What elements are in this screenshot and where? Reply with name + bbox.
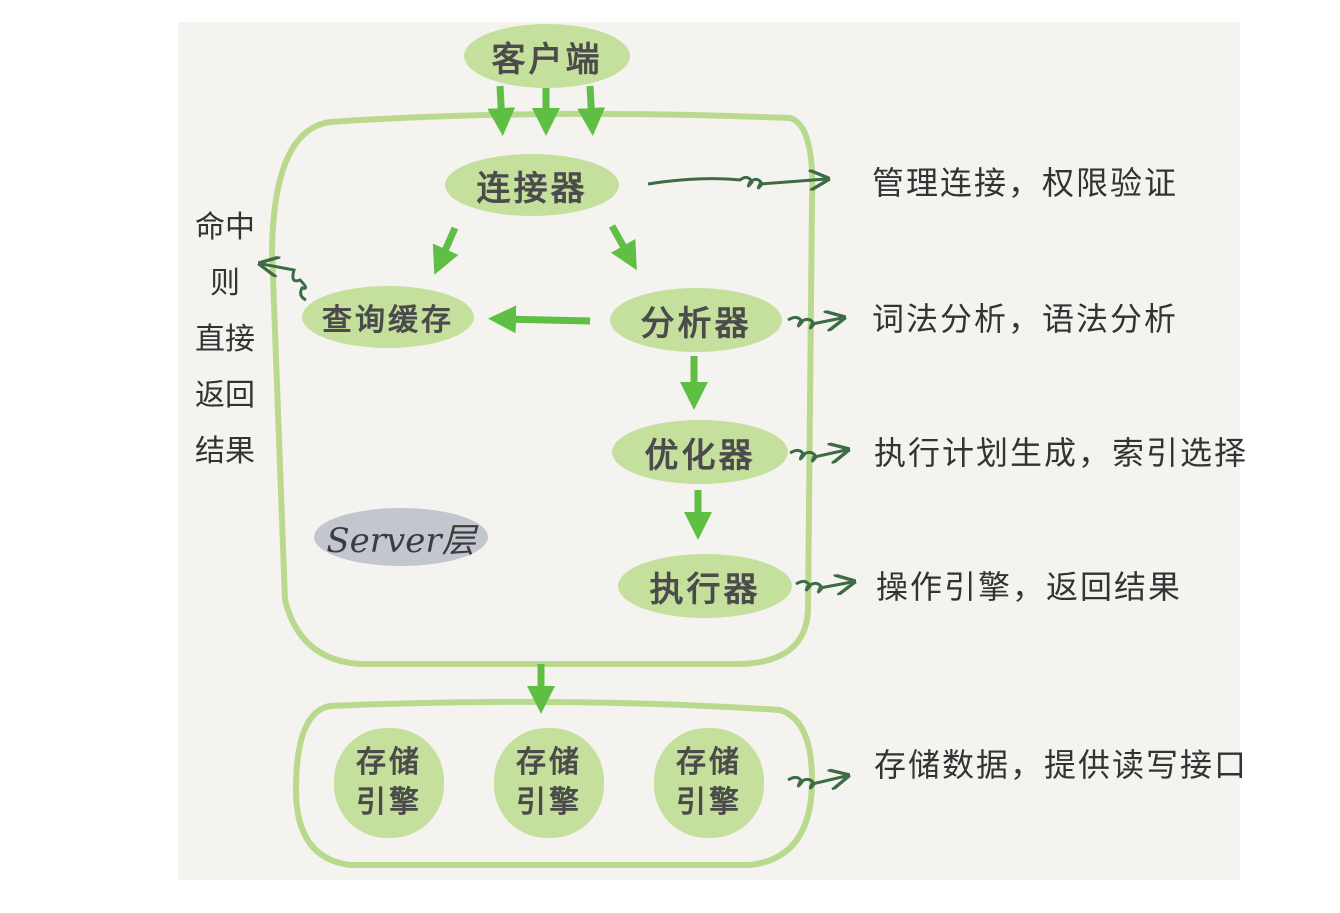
arrow-connector-cache (432, 226, 459, 275)
note-arrow-cache-hit (262, 264, 307, 302)
executor-node: 执行器 (618, 554, 792, 618)
storage-layer-outline (292, 698, 816, 868)
note-executor: 操作引擎，返回结果 (876, 568, 1183, 606)
note-analyzer: 词法分析，语法分析 (872, 300, 1179, 338)
note-optimizer: 执行计划生成，索引选择 (874, 434, 1249, 472)
server-layer-badge: Server层 (314, 508, 488, 566)
storage-engine-2: 存储 引擎 (494, 728, 604, 838)
note-storage: 存储数据，提供读写接口 (874, 746, 1249, 784)
note-arrow-connector (647, 177, 826, 188)
query-cache-node: 查询缓存 (302, 286, 474, 348)
arrow-client-connector-3 (577, 85, 606, 136)
arrow-connector-analyzer (608, 224, 637, 271)
optimizer-node: 优化器 (612, 420, 788, 484)
client-node: 客户端 (464, 24, 630, 88)
note-arrow-executor (795, 581, 852, 592)
storage-engine-3: 存储 引擎 (654, 728, 764, 838)
connector-node: 连接器 (445, 154, 619, 216)
storage-engine-1: 存储 引擎 (334, 728, 444, 838)
note-arrow-analyzer (787, 317, 842, 328)
note-cache-hit: 命中则直接返回结果 (195, 210, 255, 469)
note-arrow-optimizer (789, 450, 846, 461)
arrow-analyzer-cache (488, 305, 591, 334)
note-connector: 管理连接，权限验证 (872, 164, 1179, 202)
analyzer-node: 分析器 (610, 288, 782, 352)
note-arrow-storage (787, 776, 846, 788)
arrow-client-connector-1 (487, 85, 516, 136)
